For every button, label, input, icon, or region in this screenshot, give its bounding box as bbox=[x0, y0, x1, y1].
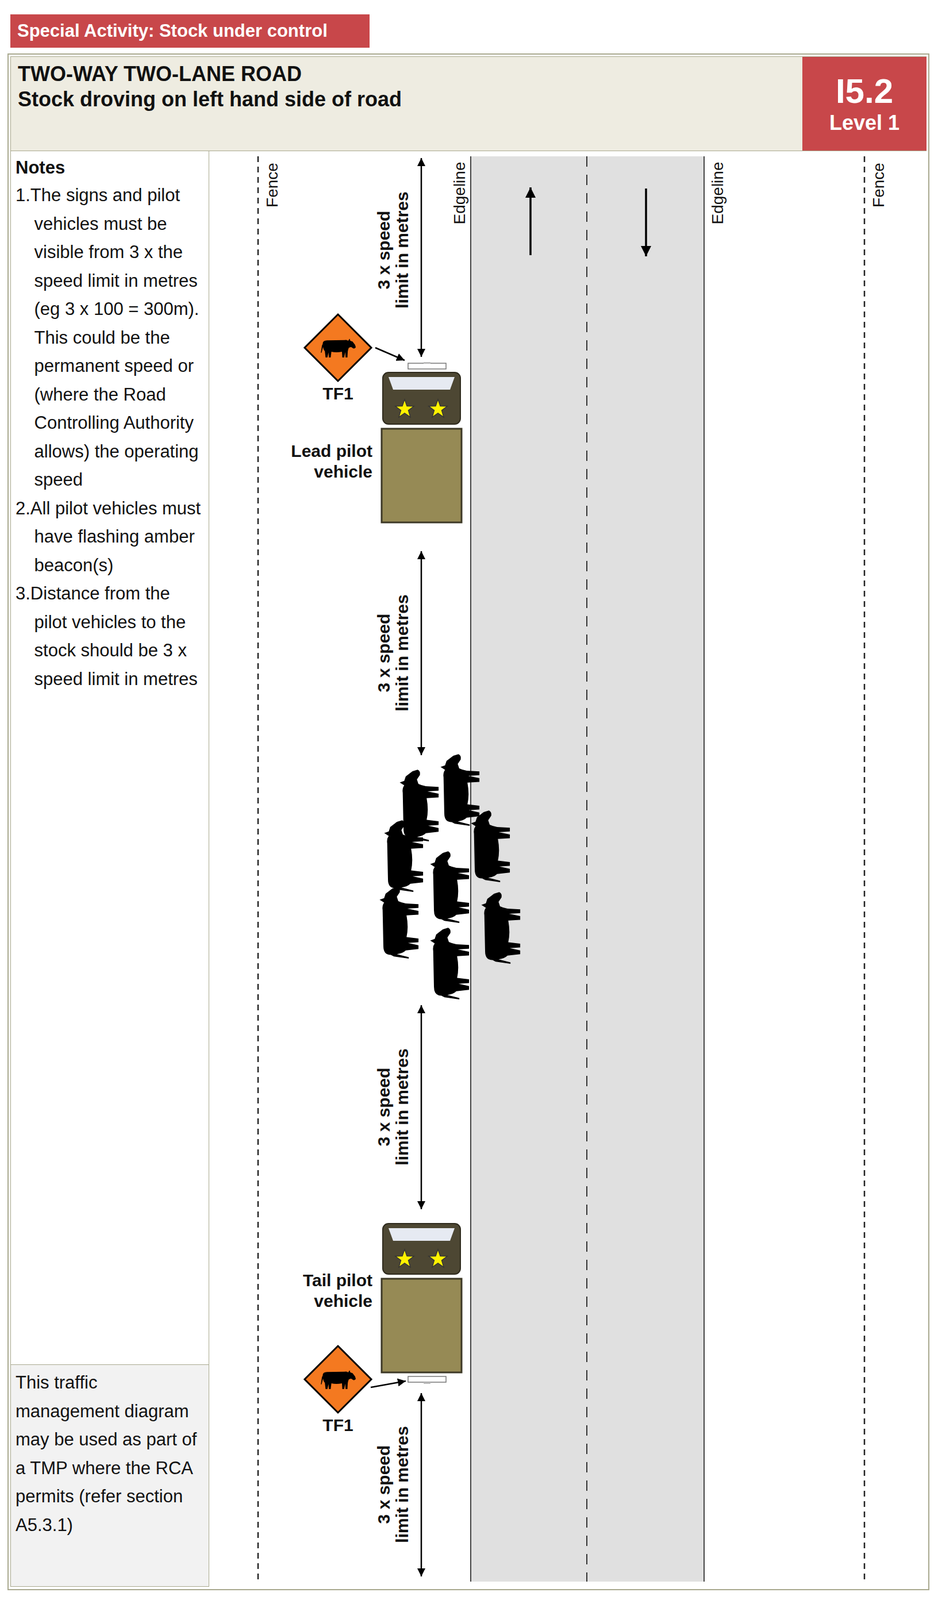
page-frame bbox=[8, 54, 929, 1590]
sign-code: TF1 bbox=[322, 383, 353, 404]
cow bbox=[379, 886, 419, 959]
edgeline-label: Edgeline bbox=[451, 162, 469, 225]
sign-leader-arrow bbox=[370, 1381, 406, 1388]
sign-diamond bbox=[302, 1344, 374, 1415]
tail-vehicle bbox=[381, 1223, 462, 1385]
stock-herd bbox=[379, 754, 521, 1000]
cow bbox=[430, 851, 470, 924]
cow-symbol bbox=[320, 1370, 356, 1390]
edgeline-label: Edgeline bbox=[709, 162, 727, 225]
note-text: 3.Distance from the pilot vehicles to th… bbox=[15, 579, 205, 694]
usage-note-box: This traffic management diagram may be u… bbox=[10, 1364, 210, 1587]
edgeline bbox=[703, 156, 705, 1582]
fence-label: Fence bbox=[870, 162, 888, 208]
cow-symbol bbox=[320, 338, 356, 358]
cow bbox=[481, 892, 521, 964]
amber-beacon bbox=[395, 1249, 414, 1268]
dimension-line bbox=[420, 158, 423, 357]
amber-beacon bbox=[428, 399, 448, 418]
title-text: Stock droving on left hand side of road bbox=[17, 86, 926, 113]
usage-note: This traffic management diagram may be u… bbox=[15, 1368, 205, 1540]
light-bar-mount bbox=[423, 362, 431, 364]
light-bar bbox=[408, 1376, 447, 1383]
edgeline bbox=[470, 156, 472, 1582]
title-panel: TWO-WAY TWO-LANE ROADStock droving on le… bbox=[10, 56, 927, 152]
vehicle-label: Lead pilot vehicle bbox=[271, 440, 373, 483]
vehicle-cab bbox=[382, 1223, 461, 1275]
light-bar bbox=[408, 363, 447, 369]
dimension-line bbox=[420, 1393, 423, 1577]
cow bbox=[440, 754, 480, 826]
light-bar-mount bbox=[423, 1382, 431, 1385]
pilot-vehicle: Lead pilot vehicle bbox=[380, 362, 463, 524]
distance-label: 3 x speed limit in metres bbox=[374, 190, 412, 310]
cow bbox=[400, 769, 440, 842]
vehicle-cab bbox=[382, 372, 461, 425]
fence-line bbox=[863, 156, 866, 1581]
vehicle-body bbox=[381, 428, 462, 523]
amber-beacon bbox=[395, 399, 414, 418]
notes-heading: Notes bbox=[15, 154, 205, 182]
windscreen bbox=[388, 377, 455, 390]
dimension-line bbox=[420, 1005, 423, 1210]
sign-face bbox=[304, 314, 372, 382]
dimension-line bbox=[420, 551, 423, 756]
sign-face bbox=[304, 1346, 372, 1413]
vehicle-body bbox=[381, 1278, 462, 1373]
notes-panel: Notes1.The signs and pilot vehicles must… bbox=[10, 151, 210, 1365]
note-text: 1.The signs and pilot vehicles must be v… bbox=[15, 181, 205, 495]
amber-beacon bbox=[428, 1249, 448, 1268]
pilot-vehicle: Tail pilot vehicle bbox=[380, 1222, 463, 1386]
diagram-code-box: I5.2Level 1 bbox=[802, 56, 927, 151]
diagram-code: Level 1 bbox=[829, 110, 900, 136]
section-heading: Special Activity: Stock under control bbox=[10, 14, 335, 48]
fence-line bbox=[257, 156, 260, 1581]
warning-sign: TF1 bbox=[302, 312, 374, 383]
lead-vehicle bbox=[381, 362, 462, 523]
cow bbox=[471, 810, 511, 883]
header-band: Special Activity: Stock under control bbox=[10, 14, 370, 48]
lane-direction-arrow bbox=[644, 188, 648, 257]
windscreen bbox=[388, 1228, 455, 1241]
centre-line bbox=[586, 156, 588, 1582]
vehicle-label: Tail pilot vehicle bbox=[271, 1270, 373, 1312]
note-text: 2.All pilot vehicles must have flashing … bbox=[15, 494, 205, 580]
distance-label: 3 x speed limit in metres bbox=[374, 1425, 412, 1544]
cow bbox=[430, 927, 470, 1000]
diagram-code: I5.2 bbox=[835, 72, 894, 111]
fence-label: Fence bbox=[263, 162, 282, 208]
distance-label: 3 x speed limit in metres bbox=[374, 593, 412, 713]
road-surface bbox=[470, 156, 705, 1582]
lane-direction-arrow bbox=[529, 187, 532, 256]
cow bbox=[384, 820, 424, 893]
sign-leader-arrow bbox=[375, 347, 405, 361]
distance-label: 3 x speed limit in metres bbox=[374, 1047, 412, 1167]
sign-diamond bbox=[302, 312, 374, 383]
title-text: TWO-WAY TWO-LANE ROAD bbox=[17, 56, 926, 87]
sign-code: TF1 bbox=[322, 1415, 353, 1436]
warning-sign: TF1 bbox=[302, 1344, 374, 1415]
